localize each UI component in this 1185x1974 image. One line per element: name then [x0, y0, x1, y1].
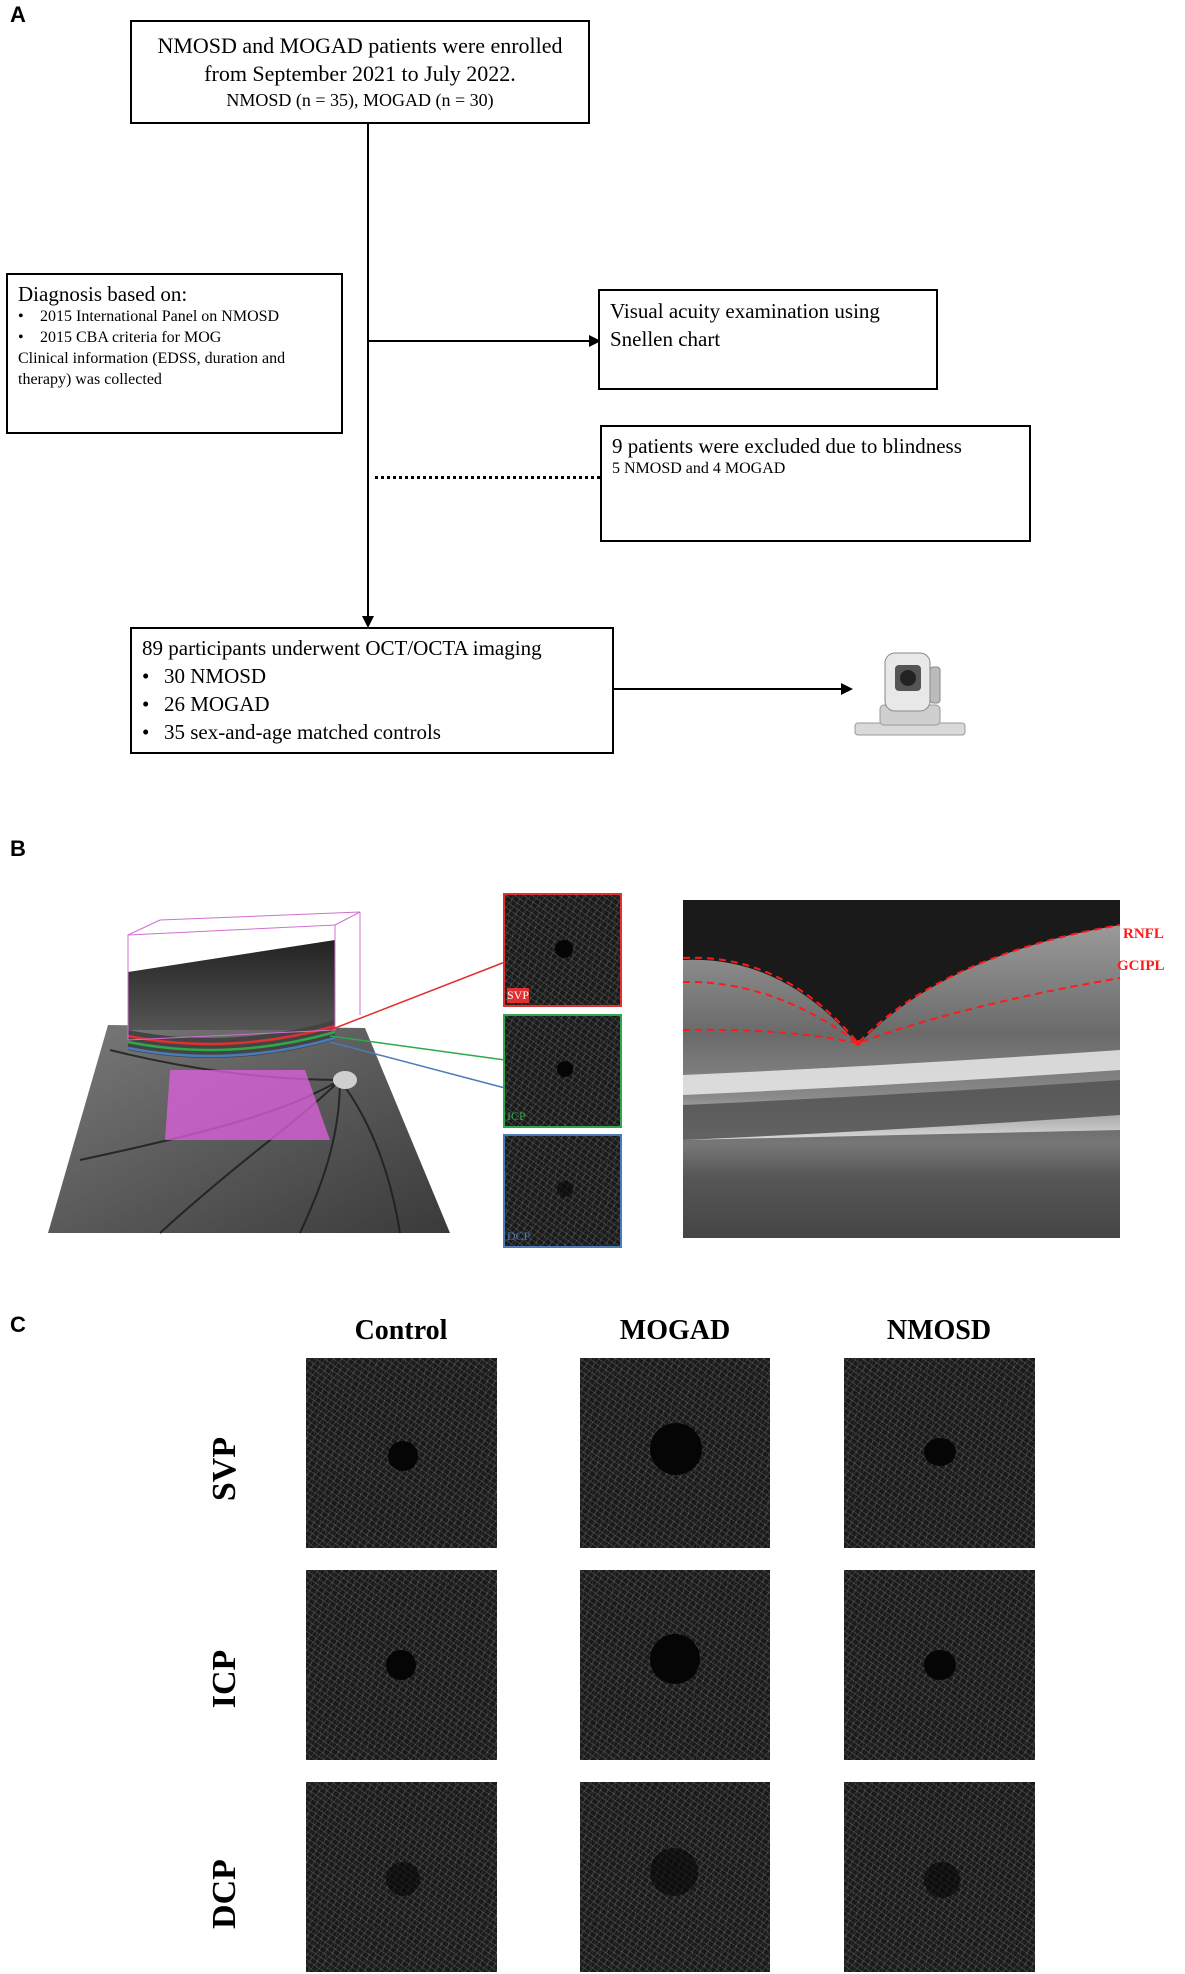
visual-acuity-box: Visual acuity examination using Snellen … [598, 289, 938, 390]
excl-line1: 9 patients were excluded due to blindnes… [612, 434, 962, 458]
octa-image-mogad-dcp [580, 1782, 770, 1972]
flow-main-line [367, 124, 369, 616]
exclusion-box: 9 patients were excluded due to blindnes… [600, 425, 1031, 542]
octa-image-control-svp [306, 1358, 497, 1548]
enroll-line2: from September 2021 to July 2022. [204, 61, 516, 86]
octa-image-control-dcp [306, 1782, 497, 1972]
diagnosis-line4: therapy) was collected [18, 371, 162, 388]
diagnosis-item: 2015 International Panel on NMOSD [18, 306, 331, 327]
octa-image-mogad-svp [580, 1358, 770, 1548]
va-line2: Snellen chart [610, 327, 721, 351]
panel-label-a: A [10, 2, 26, 27]
participants-list: 30 NMOSD 26 MOGAD 35 sex-and-age matched… [142, 662, 602, 746]
panel-label-b: B [10, 836, 26, 861]
octa-image-mogad-icp [580, 1570, 770, 1760]
device-connector [614, 688, 842, 690]
octa-image-nmosd-dcp [844, 1782, 1035, 1972]
rnfl-label: RNFL [1123, 926, 1164, 942]
diagnosis-box: Diagnosis based on: 2015 International P… [6, 273, 343, 434]
svp-mini-label: SVP [507, 988, 530, 1003]
exclusion-connector [375, 476, 600, 479]
participants-item: 35 sex-and-age matched controls [142, 718, 602, 746]
oct-bscan-image [683, 900, 1121, 1238]
row-label-svp: SVP [206, 1436, 243, 1502]
diagnosis-list: 2015 International Panel on NMOSD 2015 C… [18, 306, 331, 348]
octa-image-control-icp [306, 1570, 497, 1760]
icp-mini-image: ICP [503, 1014, 622, 1128]
excl-line2: 5 NMOSD and 4 MOGAD [612, 460, 786, 477]
octa-image-nmosd-icp [844, 1570, 1035, 1760]
va-connector [368, 340, 590, 342]
enroll-line1: NMOSD and MOGAD patients were enrolled [157, 33, 563, 58]
participants-title: 89 participants underwent OCT/OCTA imagi… [142, 636, 542, 660]
layer-connectors [329, 961, 506, 1089]
participants-item: 30 NMOSD [142, 662, 602, 690]
icp-mini-label: ICP [507, 1109, 526, 1123]
gcipl-label: GCIPL [1117, 958, 1165, 974]
column-label-mogad: MOGAD [619, 1315, 731, 1346]
svp-mini-image: SVP [503, 893, 622, 1007]
octa-image-nmosd-svp [844, 1358, 1035, 1548]
row-label-icp: ICP [206, 1649, 243, 1709]
fundus-3d-illustration [48, 911, 450, 1234]
va-line1: Visual acuity examination using [610, 299, 880, 323]
diagnosis-item: 2015 CBA criteria for MOG [18, 327, 331, 348]
panel-label-c: C [10, 1312, 26, 1337]
enroll-line3: NMOSD (n = 35), MOGAD (n = 30) [226, 90, 494, 110]
dcp-mini-image: DCP [503, 1134, 622, 1248]
enrollment-box: NMOSD and MOGAD patients were enrolled f… [130, 20, 590, 124]
diagnosis-line3: Clinical information (EDSS, duration and [18, 350, 286, 367]
oct-device-icon [854, 652, 966, 736]
arrow-right-icon [841, 683, 853, 695]
column-label-control: Control [354, 1315, 448, 1346]
participants-box: 89 participants underwent OCT/OCTA imagi… [130, 627, 614, 754]
participants-item: 26 MOGAD [142, 690, 602, 718]
arrow-down-icon [362, 616, 374, 628]
column-label-nmosd: NMOSD [886, 1315, 992, 1346]
diagnosis-title: Diagnosis based on: [18, 282, 188, 306]
row-label-dcp: DCP [206, 1859, 243, 1929]
dcp-mini-label: DCP [507, 1229, 531, 1243]
